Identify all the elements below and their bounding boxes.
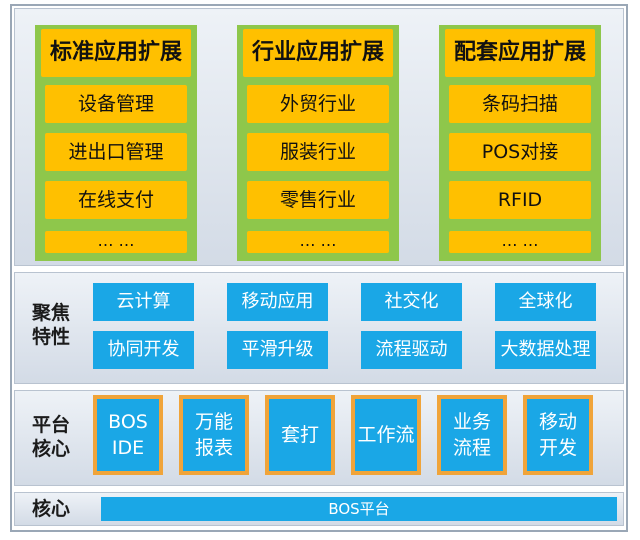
list-item-more: … … (449, 231, 591, 253)
column-title: 标准应用扩展 (41, 29, 191, 77)
feature-tile: 全球化 (495, 283, 596, 321)
list-item: 外贸行业 (247, 85, 389, 123)
column-title: 行业应用扩展 (243, 29, 393, 77)
band-label: 平台 核心 (31, 414, 70, 460)
feature-tile: 流程驱动 (361, 331, 462, 369)
core-module-tile: 移动 开发 (523, 395, 593, 475)
core-module-tile: 套打 (265, 395, 335, 475)
list-item: POS对接 (449, 133, 591, 171)
core-band: 核心 BOS平台 (14, 492, 624, 526)
column-title: 配套应用扩展 (445, 29, 595, 77)
list-item: RFID (449, 181, 591, 219)
industry-app-extension-column: 行业应用扩展 外贸行业 服装行业 零售行业 … … (237, 25, 399, 261)
extensions-band: 标准应用扩展 设备管理 进出口管理 在线支付 … … 行业应用扩展 外贸行业 服… (14, 8, 624, 266)
list-item: 设备管理 (45, 85, 187, 123)
list-item-more: … … (45, 231, 187, 253)
list-item: 条码扫描 (449, 85, 591, 123)
standard-app-extension-column: 标准应用扩展 设备管理 进出口管理 在线支付 … … (35, 25, 197, 261)
list-item: 零售行业 (247, 181, 389, 219)
feature-tile: 云计算 (93, 283, 194, 321)
list-item: 在线支付 (45, 181, 187, 219)
core-module-tile: BOS IDE (93, 395, 163, 475)
band-label: 核心 (31, 498, 70, 520)
core-module-tile: 工作流 (351, 395, 421, 475)
list-item: 进出口管理 (45, 133, 187, 171)
band-label: 聚焦 特性 (31, 302, 70, 348)
bos-platform-bar: BOS平台 (101, 497, 617, 521)
feature-tile: 平滑升级 (227, 331, 328, 369)
feature-tile: 移动应用 (227, 283, 328, 321)
feature-tile: 社交化 (361, 283, 462, 321)
list-item-more: … … (247, 231, 389, 253)
core-module-tile: 万能 报表 (179, 395, 249, 475)
focus-features-band: 聚焦 特性 云计算 移动应用 社交化 全球化 协同开发 平滑升级 流程驱动 大数… (14, 272, 624, 384)
supporting-app-extension-column: 配套应用扩展 条码扫描 POS对接 RFID … … (439, 25, 601, 261)
core-module-tile: 业务 流程 (437, 395, 507, 475)
platform-core-band: 平台 核心 BOS IDE 万能 报表 套打 工作流 业务 流程 移动 开发 (14, 390, 624, 486)
list-item: 服装行业 (247, 133, 389, 171)
feature-tile: 大数据处理 (495, 331, 596, 369)
feature-tile: 协同开发 (93, 331, 194, 369)
